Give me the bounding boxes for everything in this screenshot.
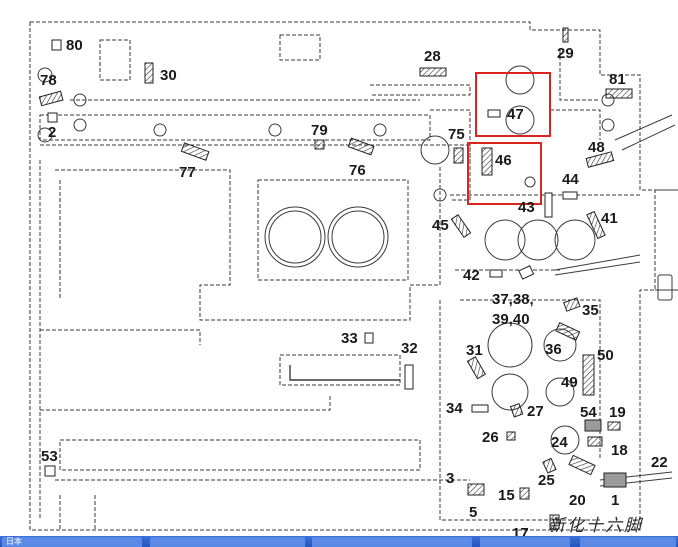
taskbar: 日本 (0, 536, 678, 547)
label-76: 76 (349, 162, 366, 179)
label-41: 41 (601, 210, 618, 227)
label-22: 22 (651, 454, 668, 471)
label-37-40: 37,38, 39,40 (492, 291, 534, 328)
label-27: 27 (527, 403, 544, 420)
label-29: 29 (557, 45, 574, 62)
label-42: 42 (463, 267, 480, 284)
label-26: 26 (482, 429, 499, 446)
label-81: 81 (609, 71, 626, 88)
label-79: 79 (311, 122, 328, 139)
label-3: 3 (446, 470, 455, 487)
label-5: 5 (469, 504, 478, 521)
label-75: 75 (448, 126, 465, 143)
label-80: 80 (66, 37, 83, 54)
label-1: 1 (611, 492, 620, 509)
label-45: 45 (432, 217, 449, 234)
label-34: 34 (446, 400, 463, 417)
taskbar-button[interactable] (480, 537, 570, 547)
label-53: 53 (41, 448, 58, 465)
label-43: 43 (518, 199, 535, 216)
label-35: 35 (582, 302, 599, 319)
label-20: 20 (569, 492, 586, 509)
label-49: 49 (561, 374, 578, 391)
label-31: 31 (466, 342, 483, 359)
label-48: 48 (588, 139, 605, 156)
label-54: 54 (580, 404, 597, 421)
taskbar-button[interactable] (312, 537, 472, 547)
label-2: 2 (48, 124, 57, 141)
label-33: 33 (341, 330, 358, 347)
label-50: 50 (597, 347, 614, 364)
label-32: 32 (401, 340, 418, 357)
label-77: 77 (179, 164, 196, 181)
label-46: 46 (495, 152, 512, 169)
taskbar-button[interactable] (580, 537, 676, 547)
label-30: 30 (160, 67, 177, 84)
highlight-box-46 (467, 142, 542, 205)
label-44: 44 (562, 171, 579, 188)
highlight-box-47 (475, 72, 551, 137)
taskbar-button[interactable]: 日本 (2, 537, 142, 547)
watermark: 新化十六脚 (548, 516, 643, 536)
label-18: 18 (611, 442, 628, 459)
label-25: 25 (538, 472, 555, 489)
label-47: 47 (507, 106, 524, 123)
label-15: 15 (498, 487, 515, 504)
label-78: 78 (40, 72, 57, 89)
label-36: 36 (545, 341, 562, 358)
taskbar-button[interactable] (150, 537, 305, 547)
label-28: 28 (424, 48, 441, 65)
label-24: 24 (551, 434, 568, 451)
label-19: 19 (609, 404, 626, 421)
